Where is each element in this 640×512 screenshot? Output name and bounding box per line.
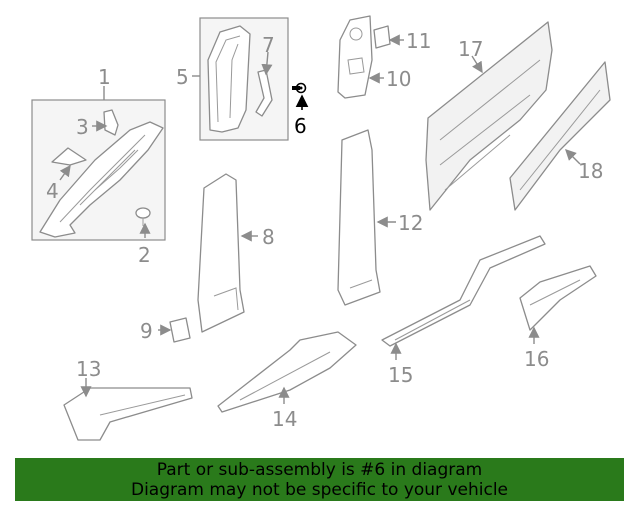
part-18-insulator[interactable] <box>509 61 611 211</box>
part-11-plug[interactable] <box>373 25 391 49</box>
label-18: 18 <box>578 159 603 183</box>
part-13-sill-trim[interactable] <box>63 387 193 441</box>
part-15-rail-trim[interactable] <box>381 235 546 347</box>
part-10-b-pillar-upper[interactable] <box>337 15 373 99</box>
part-9-clip[interactable] <box>169 317 191 343</box>
part-12-b-pillar-lower[interactable] <box>337 129 381 306</box>
label-7: 7 <box>262 33 275 57</box>
label-13: 13 <box>76 357 101 381</box>
label-12: 12 <box>398 211 423 235</box>
part-8-pillar-lower-trim[interactable] <box>197 173 245 333</box>
part-16-cover[interactable] <box>519 265 597 331</box>
banner-line-disclaimer: Diagram may not be specific to your vehi… <box>130 480 508 500</box>
label-3: 3 <box>76 115 89 139</box>
label-4: 4 <box>46 179 59 203</box>
part-1-a-pillar-trim[interactable] <box>39 121 164 238</box>
part-5-pillar-upper-trim[interactable] <box>207 25 251 133</box>
part-14-sill-plate[interactable] <box>217 331 357 413</box>
label-6: 6 <box>294 114 307 138</box>
part-6-bolt[interactable] <box>292 82 307 94</box>
part-info-banner: Part or sub-assembly is #6 in diagram Di… <box>15 458 624 501</box>
label-9: 9 <box>140 319 153 343</box>
label-16: 16 <box>524 347 549 371</box>
label-15: 15 <box>388 363 413 387</box>
part-2-screw[interactable] <box>135 207 151 226</box>
part-4-cover[interactable] <box>51 147 87 166</box>
label-10: 10 <box>386 67 411 91</box>
label-5: 5 <box>176 65 189 89</box>
label-14: 14 <box>272 407 297 431</box>
label-1: 1 <box>98 65 111 89</box>
label-8: 8 <box>262 225 275 249</box>
label-2: 2 <box>138 243 151 267</box>
label-11: 11 <box>406 29 431 53</box>
banner-line-part: Part or sub-assembly is #6 in diagram <box>156 460 483 480</box>
part-17-body-panel[interactable] <box>425 21 553 211</box>
label-17: 17 <box>458 37 483 61</box>
